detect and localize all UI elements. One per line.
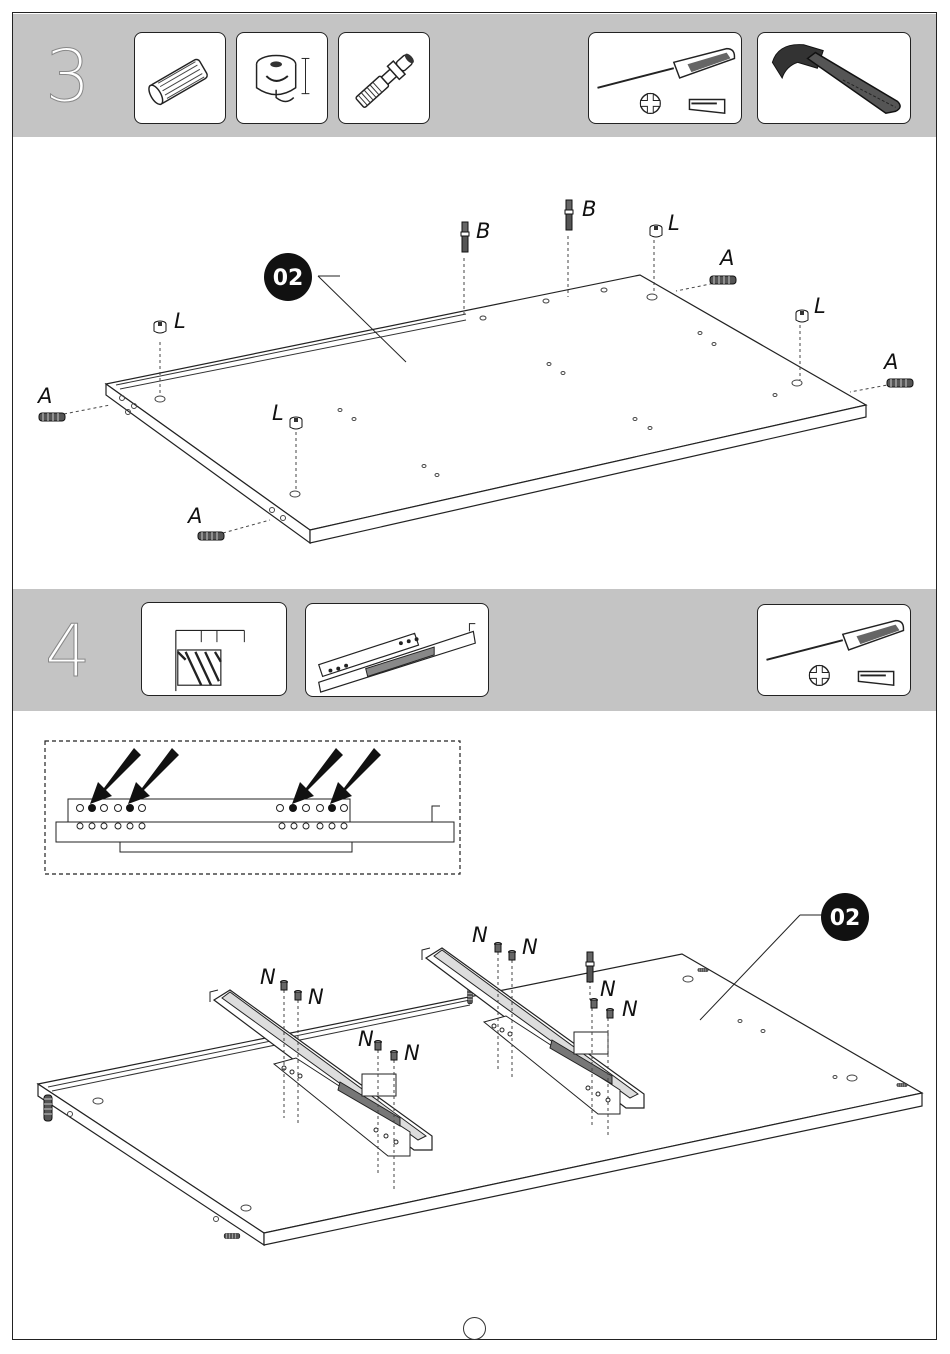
cam-bolt-b-2 xyxy=(565,200,573,230)
label-n-8: N xyxy=(622,997,638,1021)
insert-nut-n-1 xyxy=(281,981,288,991)
step-3-panel: A A A A L L L L B B 02 xyxy=(36,197,913,543)
dowel-a-left xyxy=(39,413,65,421)
label-b-1: B xyxy=(476,219,490,243)
label-a-2: A xyxy=(186,504,202,528)
dowel-a-front xyxy=(198,532,224,540)
label-n-3: N xyxy=(358,1027,374,1051)
insert-nut-n-3 xyxy=(375,1041,382,1051)
label-a-3: A xyxy=(718,246,734,270)
cam-lock-l-3 xyxy=(650,225,662,237)
label-n-1: N xyxy=(260,965,276,989)
cam-bolt-b-1 xyxy=(461,222,469,252)
label-a-1: A xyxy=(36,384,52,408)
dowel-a-right xyxy=(887,379,913,387)
insert-nut-n-8 xyxy=(607,1009,614,1019)
step-4-panel: N N N N N N N N 02 xyxy=(38,893,922,1245)
label-n-7: N xyxy=(600,977,616,1001)
label-n-4: N xyxy=(404,1041,420,1065)
label-n-2: N xyxy=(308,985,324,1009)
label-l-4: L xyxy=(814,294,826,318)
label-b-2: B xyxy=(582,197,596,221)
slide-detail-inset xyxy=(45,741,460,874)
label-a-4: A xyxy=(882,350,898,374)
cam-bolt-step4 xyxy=(586,952,594,982)
part-badge-02-step3-text: 02 xyxy=(273,266,304,291)
dowel-a-back xyxy=(710,276,736,284)
label-l-3: L xyxy=(668,211,680,235)
cam-lock-l-4 xyxy=(796,310,808,322)
label-l-2: L xyxy=(272,401,284,425)
insert-nut-n-4 xyxy=(391,1051,398,1061)
cam-lock-l-2 xyxy=(290,417,302,429)
label-n-5: N xyxy=(472,923,488,947)
page-number xyxy=(463,1317,486,1340)
insert-nut-n-7 xyxy=(591,999,598,1009)
label-n-6: N xyxy=(522,935,538,959)
insert-nut-n-6 xyxy=(509,951,516,961)
label-l-1: L xyxy=(174,309,186,333)
part-badge-02-step4-text: 02 xyxy=(830,906,861,931)
insert-nut-n-5 xyxy=(495,943,502,953)
insert-nut-n-2 xyxy=(295,991,302,1001)
cam-lock-l-1 xyxy=(154,321,166,333)
